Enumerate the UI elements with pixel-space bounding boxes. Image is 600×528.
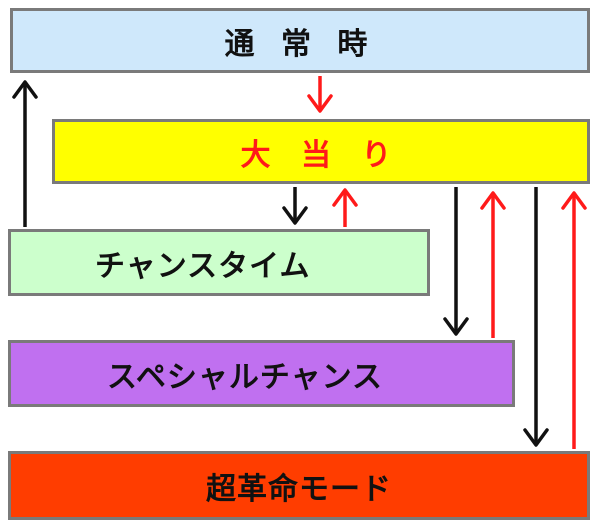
state-chance-time-label: チャンスタイム (95, 248, 311, 284)
arrow-jackpot-to-chance (282, 187, 308, 225)
arrow-super-to-jackpot (561, 191, 587, 449)
state-jackpot-label: 大 当 り (240, 137, 402, 173)
state-super-revolution-label: 超革命モード (206, 471, 392, 507)
state-chance-time-box: チャンスタイム (8, 229, 430, 296)
arrow-special-to-jackpot (480, 191, 506, 338)
state-special-chance-box: スペシャルチャンス (8, 340, 515, 407)
state-special-chance-label: スペシャルチャンス (107, 359, 383, 395)
arrow-jackpot-to-special (443, 187, 469, 336)
state-super-revolution-box: 超革命モード (8, 451, 590, 520)
arrow-jackpot-to-super (523, 187, 549, 447)
arrow-chance-to-jackpot (332, 188, 358, 227)
state-jackpot-box: 大 当 り (52, 119, 590, 184)
arrow-normal-to-jackpot (307, 76, 333, 113)
state-normal-box: 通 常 時 (10, 8, 590, 73)
arrow-chance-to-normal (12, 80, 38, 227)
state-normal-label: 通 常 時 (224, 26, 376, 62)
